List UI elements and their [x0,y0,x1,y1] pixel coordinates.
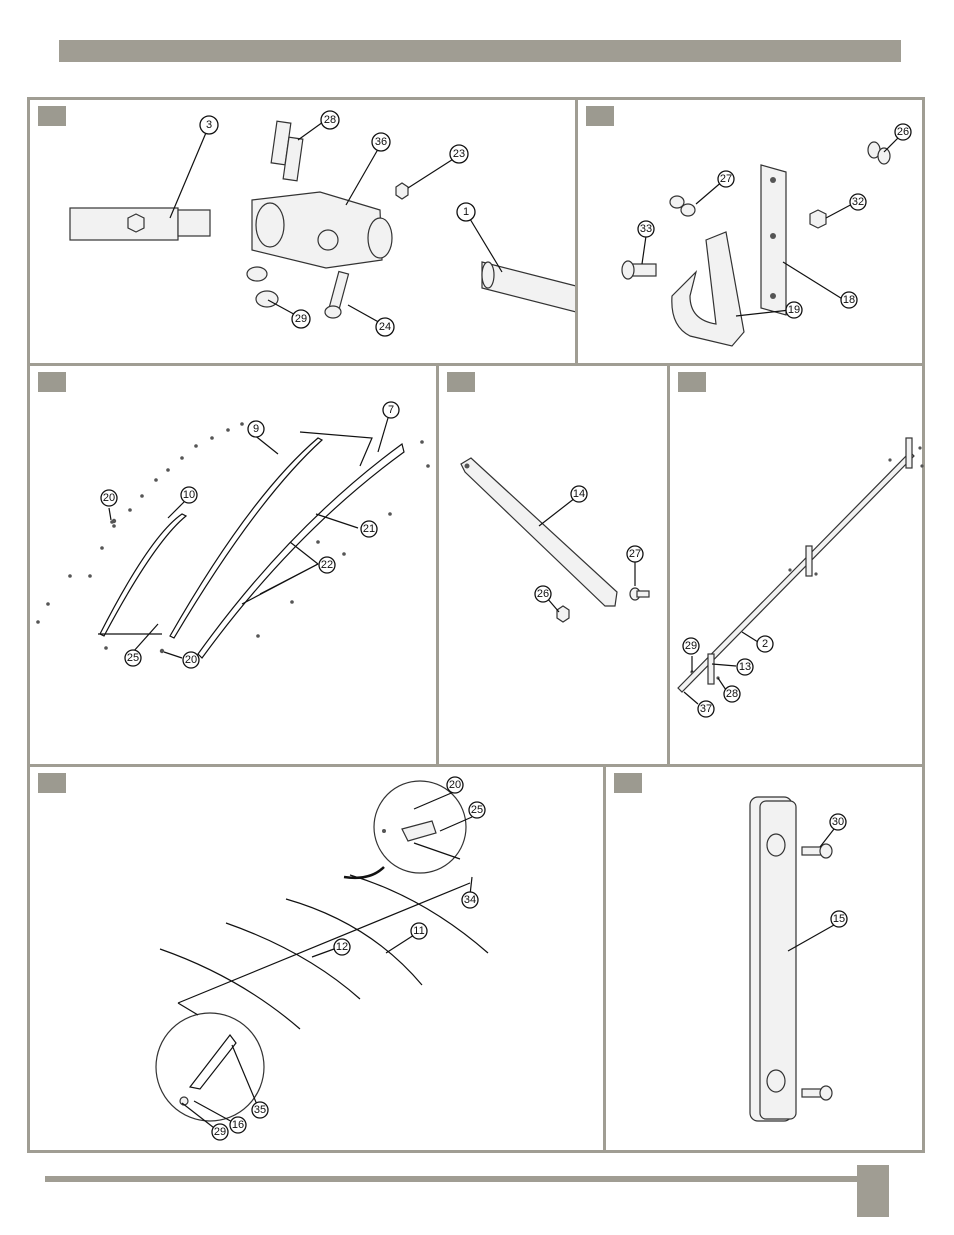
callout-label: 9 [253,423,259,435]
detail-view-bottom [156,1013,264,1121]
tube-part [482,262,576,312]
bracket-part [806,546,812,576]
rail-part [170,438,322,638]
arch-part [286,899,422,985]
bolt-head-part [820,844,832,858]
u-joint-yoke-part [368,218,392,258]
shaft-part [70,208,178,240]
callout-label: 34 [464,894,476,906]
callout-label: 35 [254,1104,266,1116]
callout-label: 20 [449,779,461,791]
callout-label: 23 [453,148,465,160]
callout-label: 26 [897,126,909,138]
arch-part [226,923,360,999]
callout-label: 2 [762,638,768,650]
brace-part [461,458,617,606]
u-joint-cross-part [318,230,338,250]
panel-edge-part [300,432,372,466]
callout-label: 37 [700,703,712,715]
bracket-part [906,438,912,468]
panel-5-drawing: 2 29 13 28 37 [670,366,928,770]
panel-3: 9 7 20 10 21 22 25 20 [27,363,439,767]
panel-2-drawing: 26 27 32 33 18 19 [578,100,928,369]
callout-label: 29 [295,313,307,325]
callout-label: 28 [726,688,738,700]
panel-4-drawing: 14 27 26 [439,366,673,770]
callout-label: 18 [843,294,855,306]
washer-part [878,148,890,164]
callout-label: 32 [852,196,864,208]
callout-label: 27 [720,173,732,185]
callout-label: 1 [463,206,469,218]
callout-label: 15 [833,913,845,925]
nut-part [810,210,826,228]
panel-1-drawing: 3 28 36 23 1 29 24 [30,100,581,369]
bolt-head-part [325,306,341,318]
callout-label: 30 [832,816,844,828]
panel-3-drawing: 9 7 20 10 21 22 25 20 [30,366,442,770]
hook-part [672,232,744,346]
callout-label: 19 [788,304,800,316]
callout-label: 20 [185,654,197,666]
panel-6-drawing: 20 25 34 11 12 35 16 29 [30,767,609,1156]
callout-label: 24 [379,321,391,333]
hole-part [767,834,785,856]
bracket-part [708,654,714,684]
panel-7: 30 15 [603,764,925,1153]
callout-label: 29 [685,640,697,652]
cross-rod-part [178,883,470,1003]
nut-part [557,606,569,622]
callout-label: 25 [471,804,483,816]
nut-part [256,291,278,307]
u-joint-yoke-part [256,203,284,247]
panel-7-drawing: 30 15 [606,767,928,1156]
panel-1: 3 28 36 23 1 29 24 [27,97,578,366]
callout-label: 13 [739,661,751,673]
nut-part [247,267,267,281]
header-bar [59,40,901,62]
callout-label: 33 [640,223,652,235]
tube-end-part [482,262,494,288]
callout-label: 29 [214,1126,226,1138]
nut-part [396,183,408,199]
callout-label: 22 [321,559,333,571]
panel-2: 26 27 32 33 18 19 [575,97,925,366]
bolt-part [637,591,649,597]
bolt-head-part [622,261,634,279]
callout-label: 14 [573,488,585,500]
callout-label: 20 [103,492,115,504]
callout-label: 16 [232,1119,244,1131]
rail-part [100,514,186,636]
panel-5: 2 29 13 28 37 [667,363,925,767]
panel-4: 14 27 26 [436,363,670,767]
bolt-head-part [820,1086,832,1100]
callout-label: 36 [375,136,387,148]
hole-part [767,1070,785,1092]
callout-label: 7 [388,404,394,416]
callout-label: 12 [336,941,348,953]
spline-part [178,210,210,236]
callout-label: 28 [324,114,336,126]
callout-label: 11 [413,925,424,937]
callout-label: 21 [363,523,375,535]
hex-nut-part [128,214,144,232]
bolt-head-part [681,204,695,216]
footer-bar [45,1176,860,1182]
panel-6: 20 25 34 11 12 35 16 29 [27,764,606,1153]
page-number-box [857,1165,889,1217]
arch-part [350,875,488,953]
callout-label: 3 [206,119,212,131]
detail-arrow [344,867,384,878]
plate-part [761,165,786,315]
callout-label: 25 [127,652,139,664]
callout-label: 26 [537,588,549,600]
callout-label: 10 [183,489,195,501]
callout-label: 27 [629,548,641,560]
